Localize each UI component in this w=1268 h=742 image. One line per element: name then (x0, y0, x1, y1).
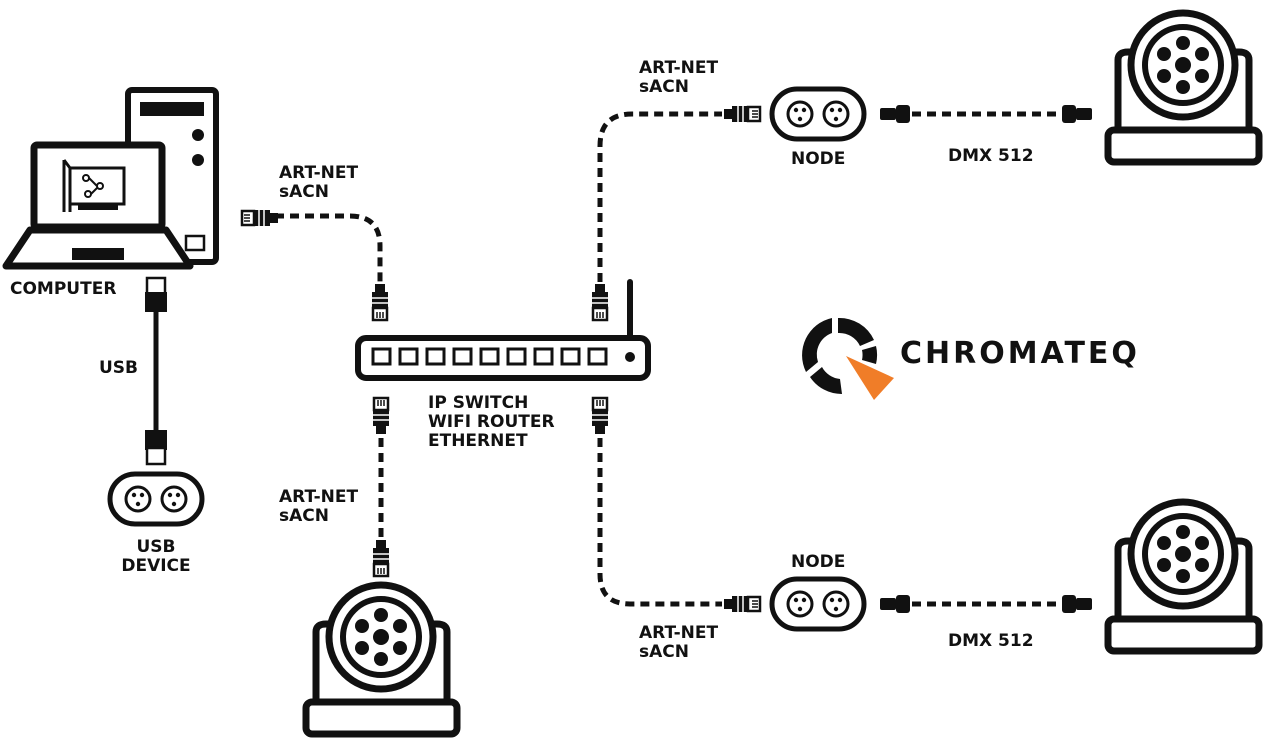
network-cable-top-node (590, 104, 762, 322)
protocol-label-top-node: ART-NET sACN (639, 58, 719, 97)
dmx-bottom-label: DMX 512 (948, 631, 1034, 651)
usb-cable (145, 276, 167, 466)
usb-device-label: USB DEVICE (121, 537, 191, 576)
dmx-top-label: DMX 512 (948, 146, 1034, 166)
moving-head-top-icon (1108, 13, 1259, 162)
usb-device-icon (110, 474, 202, 524)
ip-switch-icon (355, 279, 651, 381)
protocol-label-computer: ART-NET sACN (279, 163, 359, 202)
dmx-cable-top (880, 105, 1092, 123)
usb-label: USB (99, 358, 139, 378)
network-cable-bottom-fixture (371, 396, 391, 578)
chromateq-logo-text: CHROMATEQ (900, 336, 1140, 371)
protocol-label-bottom-fixture: ART-NET sACN (279, 487, 359, 526)
moving-head-bottom-icon (1108, 502, 1259, 651)
computer-label: COMPUTER (10, 279, 117, 299)
dmx-cable-bottom (880, 595, 1092, 613)
network-cable-bottom-node (590, 396, 762, 614)
node-bottom-label: NODE (791, 552, 846, 572)
network-cable-computer (240, 208, 390, 322)
computer-icon (2, 87, 219, 270)
moving-head-left-icon (306, 585, 457, 734)
protocol-label-bottom-node: ART-NET sACN (639, 623, 719, 662)
switch-label: IP SWITCH WIFI ROUTER ETHERNET (428, 393, 555, 451)
chromateq-logo-icon (802, 317, 894, 400)
node-top-icon (772, 89, 864, 139)
node-top-label: NODE (791, 149, 846, 169)
node-bottom-icon (772, 579, 864, 629)
